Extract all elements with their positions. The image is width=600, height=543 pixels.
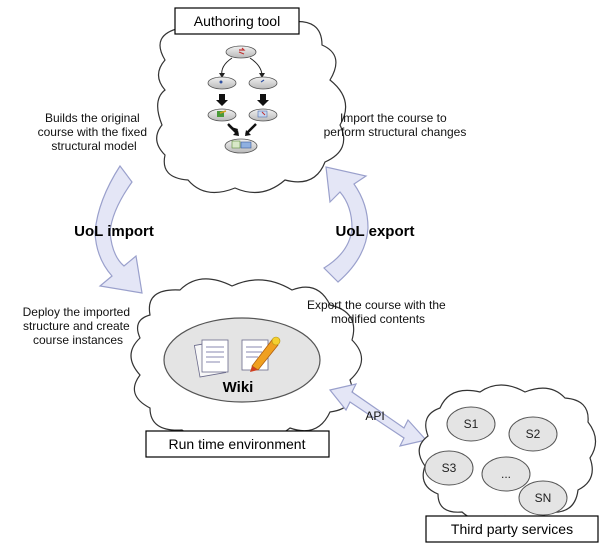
edit-pencil-icon [241,336,281,372]
services-group: S1 S2 S3 ... SN [424,406,568,516]
authoring-tool-title: Authoring tool [194,13,280,29]
service-s1-label: S1 [464,417,479,431]
service-s2 [508,416,558,452]
service-sn-label: SN [535,491,552,505]
wiki-label: Wiki [223,379,254,396]
service-s1 [446,406,496,442]
authoring-tool-box [174,7,300,35]
graph-node-right [248,76,278,90]
uol-import-label: UoL import [74,223,154,240]
runtime-title: Run time environment [169,436,306,452]
course-structure-graph [207,45,278,154]
service-ellipsis-label: ... [501,467,511,481]
third-party-box [425,515,599,543]
runtime-left-caption: Deploy the imported structure and create… [23,305,134,347]
service-sn [518,480,568,516]
service-s3-label: S3 [442,461,457,475]
api-label: API [365,409,384,423]
uol-export-arrow [323,166,369,283]
authoring-left-caption: Builds the original course with the fixe… [38,111,151,153]
uol-export-label: UoL export [336,223,415,240]
service-s3 [424,450,474,486]
documents-icon [193,339,229,378]
third-party-title: Third party services [451,521,573,537]
runtime-box [145,430,330,458]
service-s2-label: S2 [526,427,541,441]
service-ellipsis [481,456,531,492]
runtime-right-caption: Export the course with the modified cont… [307,298,449,326]
uol-import-arrow [94,164,143,294]
authoring-right-caption: Import the course to perform structural … [324,111,467,139]
authoring-cloud [156,14,347,194]
graph-node-root [225,45,257,59]
